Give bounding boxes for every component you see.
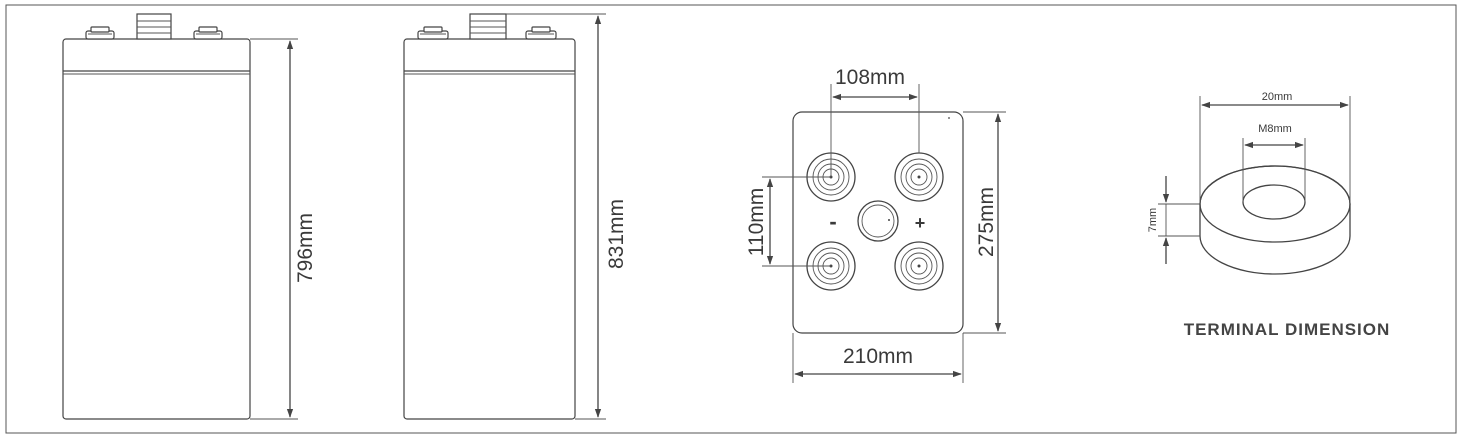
terminal-bottom-right [894, 241, 944, 291]
terminal-post-left [417, 26, 449, 40]
terminal-washer [1199, 165, 1351, 275]
battery-body [62, 38, 251, 420]
battery-top-outline [792, 111, 964, 334]
side-view-1: 796mm [62, 13, 317, 420]
terminal-dimension-caption: TERMINAL DIMENSION [1184, 320, 1391, 339]
terminal-post-left [85, 26, 115, 40]
vent-plug [469, 13, 507, 40]
height-label: 831mm [605, 199, 628, 269]
positive-symbol: + [915, 213, 926, 233]
length-label: 275mm [975, 187, 998, 257]
height-label: 796mm [294, 213, 317, 283]
top-view: - + 108mm 110mm 275mm 210mm [745, 66, 1006, 383]
drawing-frame [5, 4, 1457, 434]
row-spacing-label: 110mm [745, 188, 768, 256]
terminal-post-right [193, 26, 223, 40]
battery-body [403, 38, 576, 420]
terminal-post-right [525, 26, 557, 40]
terminal-bore [1242, 184, 1306, 220]
outer-diameter-label: 20mm [1262, 91, 1293, 103]
terminal-spacing-label: 108mm [835, 66, 905, 89]
height-label: 7mm [1147, 208, 1159, 232]
thread-label: M8mm [1258, 123, 1292, 135]
side-view-2: 831mm [403, 13, 628, 420]
terminal-detail: 20mm M8mm 7mm TERMINAL DIMENSION [1147, 91, 1391, 339]
negative-symbol: - [829, 209, 836, 234]
vent-plug [136, 13, 172, 40]
width-label: 210mm [843, 345, 913, 368]
vent-cap [857, 200, 899, 242]
